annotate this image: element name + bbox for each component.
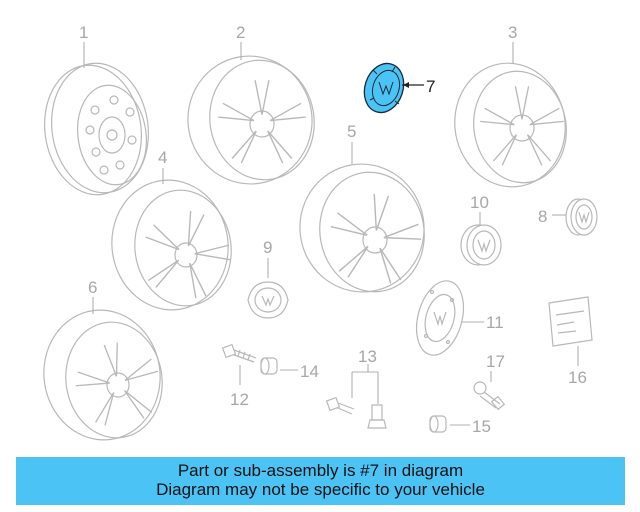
center-cap-7[interactable] <box>358 58 410 117</box>
part-label-3: 3 <box>508 23 517 42</box>
wheel-3[interactable] <box>445 54 575 195</box>
part-label-8: 8 <box>538 207 547 226</box>
wheel-5[interactable] <box>290 154 434 302</box>
wheel-2[interactable] <box>178 46 324 194</box>
bolt-cap-14[interactable] <box>260 357 278 375</box>
wheel-bolt-set-13[interactable] <box>325 396 387 429</box>
banner-line-1: Part or sub-assembly is #7 in diagram <box>177 461 464 480</box>
wheel-6[interactable] <box>36 303 170 448</box>
banner-line-2: Diagram may not be specific to your vehi… <box>156 480 485 499</box>
bolt-cap-15[interactable] <box>429 415 447 433</box>
part-label-15: 15 <box>472 417 491 436</box>
wheel-1[interactable] <box>36 57 156 201</box>
label-16[interactable] <box>548 296 593 347</box>
part-label-16: 16 <box>568 368 587 387</box>
part-label-12: 12 <box>230 390 249 409</box>
part-label-17: 17 <box>486 352 505 371</box>
valve-17[interactable] <box>473 381 506 411</box>
part-label-11: 11 <box>486 313 504 332</box>
part-label-10: 10 <box>470 193 489 212</box>
parts-diagram: 1 2 3 4 5 6 <box>36 23 598 448</box>
part-label-2: 2 <box>236 23 245 42</box>
wheel-bolt-12[interactable] <box>221 343 257 363</box>
part-label-14: 14 <box>300 362 319 381</box>
wheel-4[interactable] <box>104 173 241 318</box>
center-cap-8[interactable] <box>565 198 598 236</box>
part-label-7: 7 <box>426 77 435 96</box>
info-banner: Part or sub-assembly is #7 in diagram Di… <box>16 457 625 505</box>
center-cap-10[interactable] <box>460 224 502 266</box>
part-label-6: 6 <box>88 278 97 297</box>
part-label-13: 13 <box>358 347 377 366</box>
part-label-9: 9 <box>263 238 272 257</box>
part-label-1: 1 <box>79 23 88 42</box>
hub-cap-11[interactable] <box>409 276 471 361</box>
part-label-5: 5 <box>347 122 356 141</box>
center-cap-9[interactable] <box>247 281 289 319</box>
part-label-4: 4 <box>158 148 167 167</box>
